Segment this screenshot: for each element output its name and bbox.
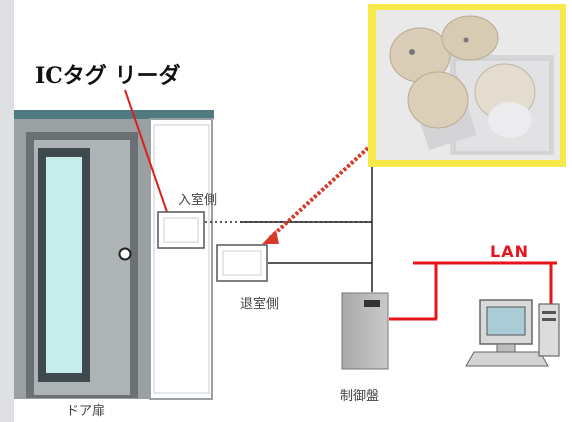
door-label: ドア扉 [66,404,106,419]
door-knob-icon [118,247,132,261]
exit-side-label: 退室側 [240,297,280,312]
reader-pointer-line [124,89,169,216]
door-side-wall [149,118,213,400]
lan-label: LAN [490,242,529,261]
control-panel-cabinet-icon [341,292,389,370]
lan-wiring [389,261,557,321]
card-reader-entry-icon [157,211,205,249]
ic-tag-photo-icon [368,4,566,167]
control-panel-label: 制御盤 [340,389,380,404]
left-edge-strip [0,0,14,422]
card-reader-exit-icon [216,244,268,282]
entry-side-label: 入室側 [178,193,218,208]
wall-bar [14,110,214,119]
desktop-computer-icon [465,299,560,367]
door [14,119,150,399]
ic-tag-reader-label: ICタグ リーダ [35,63,181,89]
dotted-arrow [262,146,370,244]
reader-wiring [205,150,373,292]
